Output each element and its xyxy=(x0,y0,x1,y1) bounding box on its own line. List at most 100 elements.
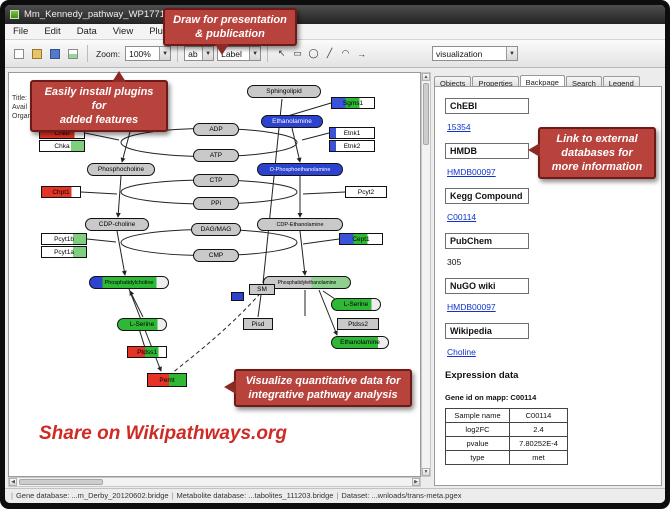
status-segment: Metabolite database: ...tabolites_111203… xyxy=(176,491,334,500)
save-icon[interactable] xyxy=(47,46,63,62)
table-cell: pvalue xyxy=(445,436,510,451)
table-cell: type xyxy=(445,450,510,465)
export-image-icon[interactable] xyxy=(65,46,81,62)
gene-sgms1[interactable]: Sgms1 xyxy=(331,97,375,109)
selection-tool-icon[interactable]: ↖ xyxy=(277,48,286,58)
callout-draw-presentation: Draw for presentation & publication xyxy=(163,8,297,56)
chevron-down-icon[interactable]: ▼ xyxy=(249,47,261,60)
share-annotation-text: Share on Wikipathways.org xyxy=(39,423,287,444)
font-combo-value: ab xyxy=(188,48,198,59)
gene-cept1[interactable]: Cept1 xyxy=(339,233,383,245)
menu-edit[interactable]: Edit xyxy=(44,25,61,37)
ellipse-tool-icon[interactable]: ◯ xyxy=(308,48,319,58)
gene-pcyt2[interactable]: Pcyt2 xyxy=(345,186,387,198)
open-folder-icon[interactable] xyxy=(29,46,45,62)
zoom-combo[interactable]: 100% ▼ xyxy=(125,46,172,61)
font-combo[interactable]: ab ▼ xyxy=(184,46,215,61)
chevron-down-icon[interactable]: ▼ xyxy=(159,47,171,60)
gene-pisd[interactable]: Pisd xyxy=(243,318,273,330)
node-adp[interactable]: ADP xyxy=(193,123,239,136)
node-ppi[interactable]: PPi xyxy=(193,197,239,210)
scroll-right-icon[interactable]: ▶ xyxy=(412,478,420,486)
save-icon xyxy=(50,48,60,59)
visualization-value: visualization xyxy=(436,48,483,59)
gene-chka[interactable]: Chka xyxy=(39,140,85,152)
node-phosphocholine[interactable]: Phosphocholine xyxy=(87,163,155,176)
gene-ptdss1[interactable]: Ptdss1 xyxy=(127,346,167,358)
arrow-tool-icon[interactable]: → xyxy=(357,48,367,59)
node-sm[interactable]: SM xyxy=(249,284,275,295)
status-segment: Gene database: ...m_Derby_20120602.bridg… xyxy=(15,491,169,500)
tab-legend[interactable]: Legend xyxy=(602,76,640,89)
title-bar[interactable]: Mm_Kennedy_pathway_WP1771_45176.gpml xyxy=(5,5,665,24)
gene-pcyt1b[interactable]: Pcyt1b xyxy=(41,233,87,245)
menu-file[interactable]: File xyxy=(13,25,29,37)
node-l-serine-left[interactable]: L-Serine xyxy=(117,318,167,331)
callout-external-databases: Link to external databases for more info… xyxy=(528,127,656,180)
selection-handle[interactable] xyxy=(165,373,170,374)
gene-chpt1[interactable]: Chpt1 xyxy=(41,186,81,198)
arc-tool-icon[interactable]: ◠ xyxy=(341,48,350,58)
toolbar-separator xyxy=(87,45,88,62)
chevron-down-icon[interactable]: ▼ xyxy=(506,47,517,60)
tab-search[interactable]: Search xyxy=(565,76,602,89)
horizontal-scrollbar[interactable]: ◀ ▶ xyxy=(8,477,421,487)
scroll-up-icon[interactable]: ▲ xyxy=(422,73,430,81)
database-link[interactable]: HMDB00097 xyxy=(447,167,496,177)
new-file-icon xyxy=(14,48,24,59)
gene-etnk1[interactable]: Etnk1 xyxy=(329,127,375,139)
menu-data[interactable]: Data xyxy=(76,25,97,37)
status-bar: |Gene database: ...m_Derby_20120602.brid… xyxy=(5,488,665,503)
database-header: Kegg Compound xyxy=(445,188,529,204)
node-sgms2-small[interactable] xyxy=(231,292,244,301)
node-cdp-ethanolamine[interactable]: CDP-Ethanolamine xyxy=(257,218,343,231)
node-l-serine-right[interactable]: L-Serine xyxy=(331,298,381,311)
database-header: HMDB xyxy=(445,143,529,159)
node-phosphatidylethanolamine[interactable]: Phosphatidylethanolamine xyxy=(263,276,351,289)
node-atp[interactable]: ATP xyxy=(193,149,239,162)
vertical-scrollbar[interactable]: ▲ ▼ xyxy=(421,72,431,477)
node-o-phosphoethanolamine[interactable]: O-Phosphoethanolamine xyxy=(257,163,343,176)
database-link[interactable]: 15354 xyxy=(447,122,471,132)
tab-properties[interactable]: Properties xyxy=(472,76,519,89)
menu-view[interactable]: View xyxy=(112,25,134,37)
tab-objects[interactable]: Objects xyxy=(434,76,472,89)
database-link[interactable]: Choline xyxy=(447,347,476,357)
vertical-scroll-thumb[interactable] xyxy=(423,83,429,145)
node-phosphatidylcholine[interactable]: Phosphatidylcholine xyxy=(89,276,169,289)
database-link[interactable]: HMDB00097 xyxy=(447,302,496,312)
database-header: PubChem xyxy=(445,233,529,249)
selection-handle[interactable] xyxy=(147,373,148,374)
gene-ptdss2[interactable]: Ptdss2 xyxy=(337,318,379,330)
visualization-combo[interactable]: visualization ▼ xyxy=(432,46,518,61)
chevron-down-icon[interactable]: ▼ xyxy=(202,47,214,60)
rectangle-tool-icon[interactable]: ▭ xyxy=(293,48,302,58)
scroll-left-icon[interactable]: ◀ xyxy=(9,478,17,486)
pathway-canvas[interactable]: SphingolipidCholineADPEthanolamineATPPho… xyxy=(8,72,421,477)
node-cmp[interactable]: CMP xyxy=(193,249,239,262)
callout-pointer-down-icon xyxy=(215,44,229,56)
database-link[interactable]: C00114 xyxy=(447,212,477,222)
node-cdp-choline[interactable]: CDP-choline xyxy=(85,218,149,231)
node-ethanolamine-bottom[interactable]: Ethanolamine xyxy=(331,336,389,349)
status-divider: | xyxy=(171,491,174,500)
node-sphingolipid[interactable]: Sphingolipid xyxy=(247,85,321,98)
gene-etnk2[interactable]: Etnk2 xyxy=(329,140,375,152)
gene-pcyt1a[interactable]: Pcyt1a xyxy=(41,246,87,258)
line-tool-icon[interactable]: ╱ xyxy=(326,48,333,58)
horizontal-scroll-thumb[interactable] xyxy=(19,479,103,485)
node-ctp[interactable]: CTP xyxy=(193,174,239,187)
node-dag-mag[interactable]: DAG/MAG xyxy=(191,223,241,236)
new-file-icon[interactable] xyxy=(11,46,27,62)
scroll-down-icon[interactable]: ▼ xyxy=(422,468,430,476)
node-ethanolamine-top[interactable]: Ethanolamine xyxy=(261,115,323,128)
gene-pemt-selected[interactable]: Pemt xyxy=(147,373,187,387)
selection-handle[interactable] xyxy=(147,378,148,383)
